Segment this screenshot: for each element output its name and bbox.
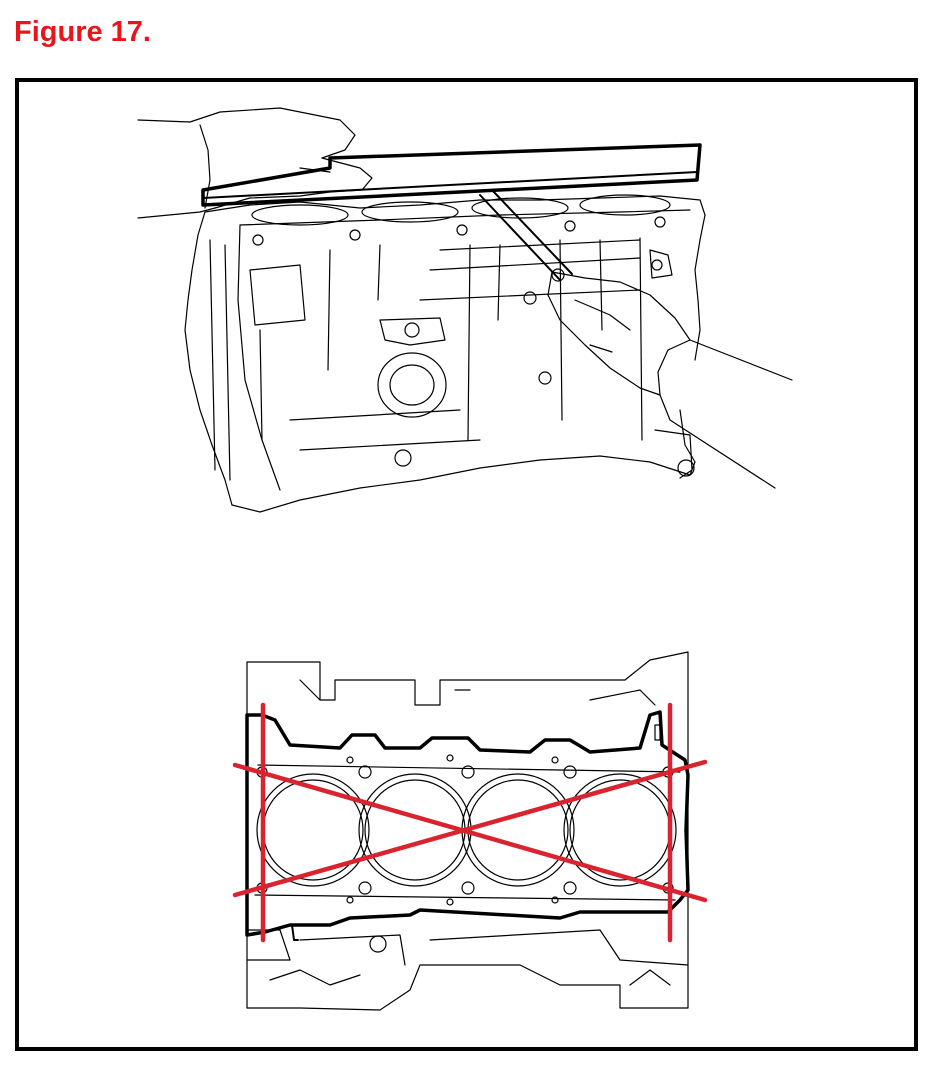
right-hand: [547, 268, 793, 489]
engine-block-side-view: [184, 194, 706, 513]
measurement-line-diagonal-up: [232, 759, 708, 898]
deck-surface: [245, 710, 690, 941]
figure-frame: [15, 78, 918, 1051]
left-hand: [137, 107, 373, 219]
measurement-lines: [232, 702, 708, 943]
feeler-gauge: [479, 189, 573, 281]
straightedge: [201, 143, 702, 207]
measurement-line-diagonal-down: [232, 762, 708, 903]
figure-title: Figure 17.: [14, 16, 151, 48]
cylinder-block-deck-measurement-pattern-icon: [232, 651, 708, 1011]
engine-block-straightedge-feeler-gauge-icon: [137, 107, 793, 513]
cylinder-block-top-view: [246, 651, 689, 1011]
